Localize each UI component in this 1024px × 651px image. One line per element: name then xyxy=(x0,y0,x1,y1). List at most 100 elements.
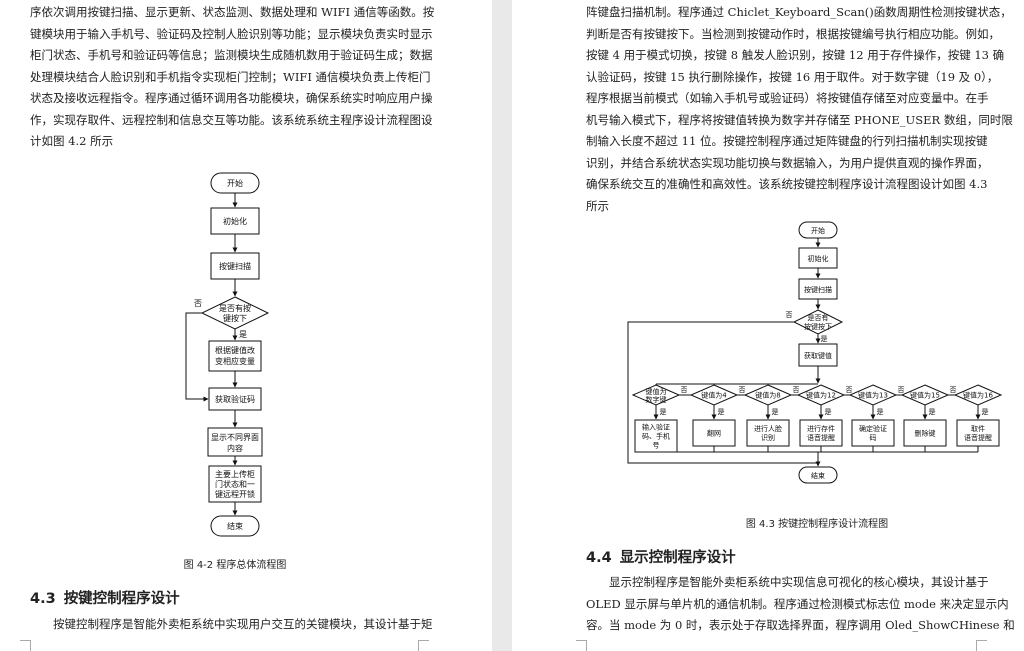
right-section-heading: 4.4 显示控制程序设计 xyxy=(586,546,744,567)
corner-mark xyxy=(576,640,587,651)
right-page: 阵键盘扫描机制。程序通过 Chiclet_Keyboard_Scan()函数周期… xyxy=(512,0,1024,651)
right-branch-no-label: 否 xyxy=(950,386,957,394)
right-condition-label: 键值为13 xyxy=(858,391,888,400)
left-display-label-1: 显示不同界面 xyxy=(211,433,259,442)
right-condition-label: 键值为4 xyxy=(701,391,727,400)
right-branch-no-label: 否 xyxy=(898,386,905,394)
left-end-node xyxy=(210,515,260,537)
left-section-number: 4.3 xyxy=(30,591,56,607)
right-action-box xyxy=(634,419,678,453)
left-upload-label-3: 键远程开锁 xyxy=(215,489,255,499)
right-decision-label-1: 是否有 xyxy=(808,313,829,322)
right-action-label: 删除键 xyxy=(915,429,936,438)
left-upload-label-1: 主要上传柜 xyxy=(215,469,255,479)
text-line: 容。当 mode 为 0 时，表示处于存取选择界面，程序调用 Oled_Show… xyxy=(586,618,1015,632)
left-bottom-paragraph: 按键控制程序是智能外卖柜系统中实现用户交互的关键模块，其设计基于矩 xyxy=(30,614,433,636)
text-line: 键模块用于输入手机号、验证码及控制人脸识别等功能；显示模块负责实时显示 xyxy=(30,26,433,41)
right-decision-label-2: 按键按下 xyxy=(804,322,832,331)
right-action-box xyxy=(903,419,947,447)
text-line: 计如图 4.2 所示 xyxy=(30,134,114,148)
right-branch-yes-label: 是 xyxy=(718,408,725,416)
right-bottom-paragraph: 显示控制程序是智能外卖柜系统中实现信息可视化的核心模块，其设计基于 OLED 显示… xyxy=(586,572,1015,637)
left-decision-label-2: 键按下 xyxy=(223,313,247,323)
right-branch-no-label: 否 xyxy=(793,386,800,394)
right-end-label: 结束 xyxy=(811,471,825,480)
right-condition-label: 键值为8 xyxy=(755,391,780,400)
right-action-label: 翻网 xyxy=(707,429,721,438)
left-yes-label: 是 xyxy=(239,330,247,339)
left-end-label: 结束 xyxy=(227,521,243,531)
right-branch-no-label: 否 xyxy=(846,386,853,394)
left-flowchart: 开始 初始化 按键扫描 是否有按 键按下 根据键值改 变相应变量 获取验证码 显… xyxy=(185,172,270,537)
right-init-label: 初始化 xyxy=(808,254,829,263)
text-line: 所示 xyxy=(586,198,609,213)
right-action-label: 进行存件 xyxy=(807,424,835,433)
text-line: 机号输入模式下，程序将按键值转换为数字并存储至 PHONE_USER 数组，同时… xyxy=(586,112,1013,127)
left-decision-diamond xyxy=(200,296,270,330)
right-section-title: 显示控制程序设计 xyxy=(619,550,736,566)
right-action-label: 进行人脸 xyxy=(754,424,782,433)
text-line: 柜门状态、手机号和验证码等信息；监测模块生成随机数用于验证码生成；数据 xyxy=(30,48,433,62)
text-line: 序依次调用按键扫描、显示更新、状态监测、数据处理和 WIFI 通信等函数。按 xyxy=(30,5,435,19)
right-yes-label: 是 xyxy=(821,335,828,343)
right-branch-yes-label: 是 xyxy=(825,408,832,416)
left-start-label: 开始 xyxy=(227,178,243,188)
right-section-number: 4.4 xyxy=(586,550,612,566)
text-line: OLED 显示屏与单片机的通信机制。程序通过检测模式标志位 mode 来决定显示… xyxy=(586,596,1009,611)
right-action-label: 码 xyxy=(870,434,877,442)
text-line: 状态及接收远程指令。程序通过循环调用各功能模块，确保系统实时响应用户操 xyxy=(30,91,433,105)
left-change-label-2: 变相应变量 xyxy=(215,356,255,366)
right-action-box xyxy=(956,419,1000,447)
right-action-label: 输入验证 xyxy=(642,423,670,432)
text-line: 作，实现存取件、远程控制和信息交互等功能。该系统系统主程序设计流程图设 xyxy=(30,112,433,127)
left-change-label-1: 根据键值改 xyxy=(215,345,255,355)
text-line: 识别，并结合系统状态实现功能切换与数据输入，为用户提供直观的操作界面， xyxy=(586,155,989,170)
text-line: 确保系统交互的准确性和高效性。该系统按键控制程序设计流程图设计如图 4.3 xyxy=(586,177,988,191)
right-action-label: 号 xyxy=(653,442,660,450)
left-scan-label: 按键扫描 xyxy=(219,261,251,271)
right-action-label: 语音提醒 xyxy=(964,433,992,442)
text-line: 制输入长度不超过 11 位。按键控制程序通过矩阵键盘的行列扫描机制实现按键 xyxy=(586,134,988,148)
text-line: 显示控制程序是智能外卖柜系统中实现信息可视化的核心模块，其设计基于 xyxy=(609,575,989,589)
left-section-heading: 4.3 按键控制程序设计 xyxy=(30,587,188,608)
right-start-label: 开始 xyxy=(811,226,825,235)
right-intro-paragraph: 阵键盘扫描机制。程序通过 Chiclet_Keyboard_Scan()函数周期… xyxy=(586,2,1013,217)
left-page: 序依次调用按键扫描、显示更新、状态监测、数据处理和 WIFI 通信等函数。按键模… xyxy=(0,0,492,651)
right-branch-no-label: 否 xyxy=(739,386,746,394)
text-line: 程序根据当前模式（如输入手机号或验证码）将按键值存储至对应变量中。在手 xyxy=(586,91,989,105)
corner-mark xyxy=(418,640,429,651)
left-decision-label-1: 是否有按 xyxy=(219,303,251,313)
right-getkey-label: 获取键值 xyxy=(804,351,832,360)
right-condition-label: 键值为15 xyxy=(910,391,940,400)
right-condition-label: 键值为12 xyxy=(806,391,836,400)
left-upload-label-2: 门状态和一 xyxy=(215,479,255,489)
text-line: 认验证码，按键 15 执行删除操作，按键 16 用于取件。对于数字键（19 及 … xyxy=(586,69,999,84)
text-line: 阵键盘扫描机制。程序通过 Chiclet_Keyboard_Scan()函数周期… xyxy=(586,5,1012,19)
right-action-label: 确定验证 xyxy=(859,424,887,433)
left-bottom-line: 按键控制程序是智能外卖柜系统中实现用户交互的关键模块，其设计基于矩 xyxy=(53,617,433,631)
right-branch-yes-label: 是 xyxy=(877,408,884,416)
left-section-title: 按键控制程序设计 xyxy=(63,591,180,607)
right-branch-yes-label: 是 xyxy=(772,408,779,416)
right-no-label: 否 xyxy=(786,311,793,319)
right-branch-no-label: 否 xyxy=(681,386,688,394)
right-action-label: 码、手机 xyxy=(642,432,670,441)
right-action-box xyxy=(746,419,790,447)
left-no-label: 否 xyxy=(194,299,202,308)
corner-mark xyxy=(20,640,31,651)
right-action-label: 语音提醒 xyxy=(807,433,835,442)
right-action-box xyxy=(692,419,736,447)
text-line: 按键 4 用于模式切换，按键 8 触发人脸识别，按键 12 用于存件操作，按键 … xyxy=(586,48,1005,62)
text-line: 处理模块结合人脸识别和手机指令实现柜门控制；WIFI 通信模块负责上传柜门 xyxy=(30,69,431,84)
right-branch-yes-label: 是 xyxy=(929,408,936,416)
right-scan-label: 按键扫描 xyxy=(804,285,832,294)
left-init-label: 初始化 xyxy=(223,216,247,226)
right-flowchart: 键值为数字键否是输入验证码、手机号键值为4否是翻网键值为8否是进行人脸识别键值为… xyxy=(627,221,1003,484)
left-display-label-2: 内容 xyxy=(227,443,243,453)
left-intro-paragraph: 序依次调用按键扫描、显示更新、状态监测、数据处理和 WIFI 通信等函数。按键模… xyxy=(30,2,435,153)
left-figure-caption: 图 4-2 程序总体流程图 xyxy=(183,560,287,571)
corner-mark xyxy=(976,640,987,651)
right-action-box xyxy=(799,419,843,447)
right-action-label: 取件 xyxy=(971,424,985,433)
right-branch-yes-label: 是 xyxy=(660,408,667,416)
